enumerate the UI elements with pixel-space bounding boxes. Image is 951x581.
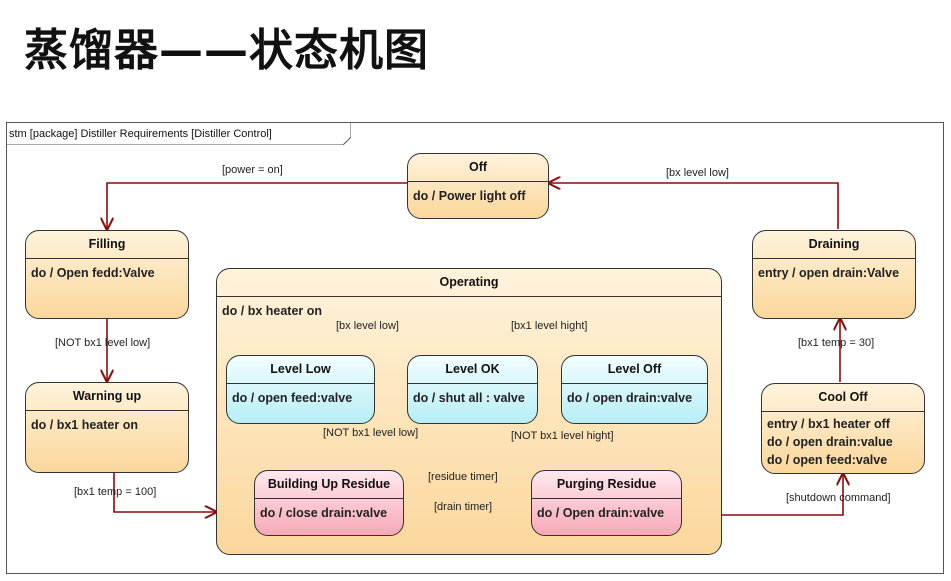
diagram-frame: [6, 122, 944, 574]
state-warning-up-activity: do / bx1 heater on: [31, 418, 138, 432]
state-cool-off: Cool Off entry / bx1 heater off do / ope…: [761, 383, 925, 474]
guard-shutdown-command: [shutdown command]: [786, 492, 891, 504]
state-building-up-residue-activity: do / close drain:valve: [260, 506, 388, 520]
state-cool-off-entry: entry / bx1 heater off: [767, 417, 890, 431]
guard-not-bx1-level-low-inner: [NOT bx1 level low]: [323, 427, 419, 439]
state-filling: Filling do / Open fedd:Valve: [25, 230, 189, 319]
state-operating-name: Operating: [439, 275, 499, 289]
transition-warning-to-operating: [113, 473, 216, 512]
state-building-up-residue-name: Building Up Residue: [267, 477, 391, 491]
state-filling-activity: do / Open fedd:Valve: [31, 266, 155, 280]
guard-not-bx1-level-low-left: [NOT bx1 level low]: [55, 337, 151, 349]
guard-bx1-level-hight: [bx1 level hight]: [511, 320, 588, 332]
frame-tab: [6, 122, 351, 145]
state-level-off: Level Off do / open drain:valve: [561, 355, 708, 424]
guard-bx1-temp-100: [bx1 temp = 100]: [74, 486, 157, 498]
state-purging-residue-activity: do / Open drain:valve: [537, 506, 665, 520]
state-level-low-name: Level Low: [270, 362, 331, 376]
frame-label: stm [package] Distiller Requirements [Di…: [9, 128, 272, 140]
state-draining-name: Draining: [808, 237, 860, 251]
state-cool-off-do-feed: do / open feed:valve: [767, 453, 888, 467]
guard-bx-level-low-top: [bx level low]: [666, 167, 729, 179]
guard-not-bx1-level-hight: [NOT bx1 level hight]: [511, 430, 614, 442]
state-level-ok-name: Level OK: [445, 362, 500, 376]
state-level-off-name: Level Off: [607, 362, 662, 376]
transition-draining-to-off: [549, 183, 839, 229]
state-warning-up: Warning up do / bx1 heater on: [25, 382, 189, 473]
guard-power-on: [power = on]: [222, 164, 283, 176]
state-level-ok-activity: do / shut all : valve: [413, 391, 525, 405]
state-level-off-activity: do / open drain:valve: [567, 391, 693, 405]
guard-bx1-temp-30: [bx1 temp = 30]: [798, 337, 875, 349]
state-level-low: Level Low do / open feed:valve: [226, 355, 375, 424]
state-off-activity: do / Power light off: [413, 189, 526, 203]
page-title: 蒸馏器——状态机图: [24, 25, 429, 76]
state-off-name: Off: [468, 160, 488, 174]
state-warning-up-name: Warning up: [72, 389, 142, 403]
transition-off-to-filling: [107, 182, 407, 229]
state-level-ok: Level OK do / shut all : valve: [407, 355, 538, 424]
guard-drain-timer: [drain timer]: [434, 501, 493, 513]
state-filling-name: Filling: [88, 237, 126, 251]
state-operating-activity: do / bx heater on: [222, 304, 323, 318]
state-cool-off-do-drain: do / open drain:value: [767, 435, 893, 449]
state-off: Off do / Power light off: [407, 153, 549, 219]
state-purging-residue-name: Purging Residue: [556, 477, 657, 491]
state-draining-activity: entry / open drain:Valve: [758, 266, 900, 280]
guard-residue-timer: [residue timer]: [428, 471, 498, 483]
guard-bx-level-low-inner: [bx level low]: [336, 320, 399, 332]
state-purging-residue: Purging Residue do / Open drain:valve: [531, 470, 682, 536]
state-cool-off-name: Cool Off: [818, 390, 868, 404]
state-level-low-activity: do / open feed:valve: [232, 391, 353, 405]
transition-operating-to-cooloff: [722, 474, 843, 516]
state-draining: Draining entry / open drain:Valve: [752, 230, 916, 319]
state-building-up-residue: Building Up Residue do / close drain:val…: [254, 470, 404, 536]
